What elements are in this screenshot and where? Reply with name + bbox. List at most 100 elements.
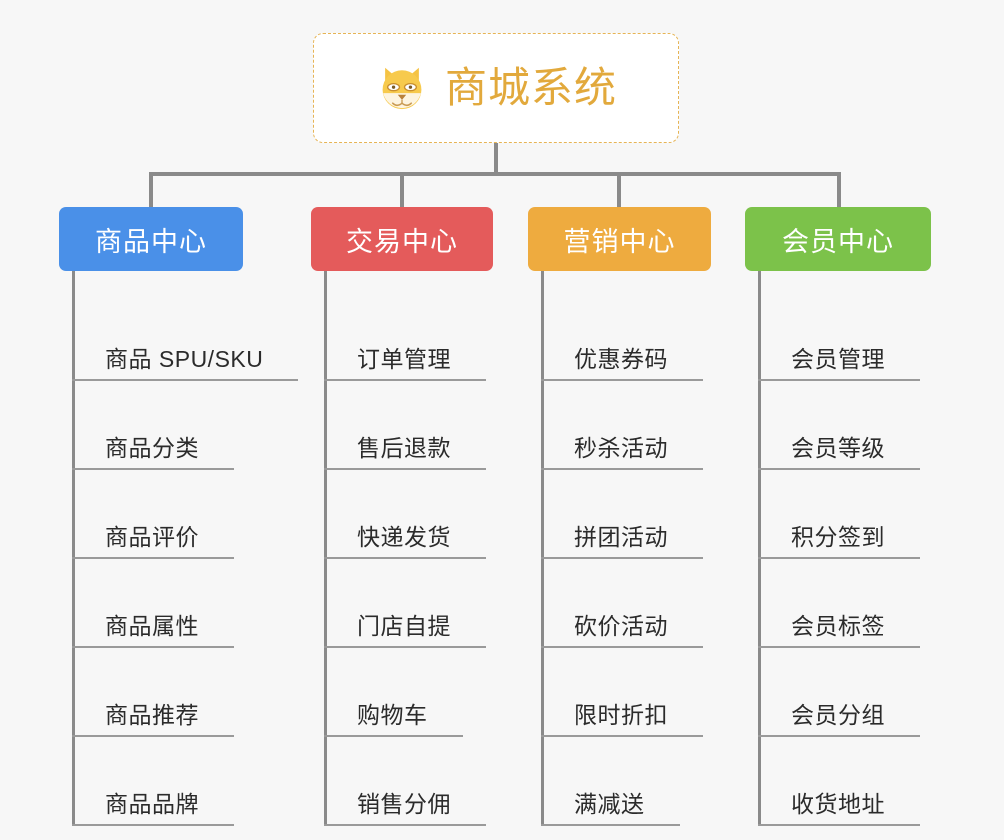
leaf-item-label: 拼团活动 [574,524,668,550]
leaf-item-underline [758,735,920,737]
category-column-3: 营销中心优惠券码秒杀活动拼团活动砍价活动限时折扣满减送 [528,207,711,826]
leaf-item-underline [72,735,234,737]
leaf-item[interactable]: 收货地址 [745,737,931,826]
leaf-item-label: 销售分佣 [357,791,451,817]
leaf-item[interactable]: 订单管理 [311,292,493,381]
leaf-item[interactable]: 商品分类 [59,381,243,470]
category-column-2: 交易中心订单管理售后退款快递发货门店自提购物车销售分佣 [311,207,493,826]
leaf-item-label: 订单管理 [357,346,451,372]
leaf-item[interactable]: 快递发货 [311,470,493,559]
category-header-label: 营销中心 [563,226,676,257]
leaf-item-label: 快递发货 [357,524,451,550]
leaf-item-underline [758,557,920,559]
leaf-item-label: 会员等级 [791,435,885,461]
category-header-label: 交易中心 [346,226,458,257]
leaf-item-label: 会员管理 [791,346,885,372]
leaf-item[interactable]: 拼团活动 [528,470,711,559]
leaf-item[interactable]: 商品属性 [59,559,243,648]
leaf-item-underline [541,646,703,648]
leaf-item[interactable]: 门店自提 [311,559,493,648]
leaf-item[interactable]: 满减送 [528,737,711,826]
leaf-item-underline [541,735,703,737]
leaf-item[interactable]: 商品 SPU/SKU [59,292,298,381]
leaf-item-label: 售后退款 [357,435,451,461]
leaf-item-label: 砍价活动 [574,613,668,639]
leaf-item-underline [72,468,234,470]
leaf-item-label: 积分签到 [791,524,885,550]
leaf-item-underline [324,824,486,826]
leaf-item-label: 优惠券码 [574,346,668,372]
leaf-item-label: 商品评价 [105,524,199,550]
leaf-item[interactable]: 商品品牌 [59,737,243,826]
connector-drop-1 [149,172,153,208]
category-spine [758,271,761,826]
leaf-item-underline [541,468,703,470]
leaf-item-underline [72,379,298,381]
connector-drop-2 [400,172,404,208]
leaf-item-underline [758,646,920,648]
leaf-item[interactable]: 优惠券码 [528,292,711,381]
leaf-item[interactable]: 会员等级 [745,381,931,470]
category-header-4[interactable]: 会员中心 [745,207,931,271]
connector-drop-4 [837,172,841,208]
leaf-item[interactable]: 会员分组 [745,648,931,737]
leaf-item-underline [324,379,486,381]
leaf-item[interactable]: 会员管理 [745,292,931,381]
leaf-item-underline [541,824,680,826]
category-spine [72,271,75,826]
leaf-item-label: 商品 SPU/SKU [105,346,264,372]
leaf-item-underline [324,735,463,737]
leaf-item-label: 购物车 [357,702,428,728]
connector-drop-3 [617,172,621,208]
leaf-item-label: 商品推荐 [105,702,199,728]
category-header-label: 商品中心 [95,226,207,257]
leaf-item[interactable]: 限时折扣 [528,648,711,737]
leaf-item-underline [758,468,920,470]
root-node[interactable]: 商城系统 [313,33,679,143]
leaf-item-label: 满减送 [574,791,645,817]
category-header-2[interactable]: 交易中心 [311,207,493,271]
leaf-item-label: 门店自提 [357,613,451,639]
leaf-list: 会员管理会员等级积分签到会员标签会员分组收货地址 [745,271,931,826]
connector-root-stem [494,143,498,175]
leaf-list: 商品 SPU/SKU 商品分类商品评价商品属性商品推荐商品品牌 [59,271,298,826]
category-column-4: 会员中心会员管理会员等级积分签到会员标签会员分组收货地址 [745,207,931,826]
leaf-item-underline [72,646,234,648]
leaf-item[interactable]: 砍价活动 [528,559,711,648]
leaf-item-label: 秒杀活动 [574,435,668,461]
leaf-item[interactable]: 商品评价 [59,470,243,559]
leaf-item-underline [324,646,486,648]
connector-horizontal-bus [149,172,841,176]
leaf-list: 优惠券码秒杀活动拼团活动砍价活动限时折扣满减送 [528,271,711,826]
leaf-item-label: 限时折扣 [574,702,668,728]
leaf-item[interactable]: 购物车 [311,648,493,737]
leaf-item[interactable]: 会员标签 [745,559,931,648]
leaf-item[interactable]: 积分签到 [745,470,931,559]
leaf-item-underline [758,379,920,381]
leaf-item-label: 商品分类 [105,435,199,461]
leaf-item-label: 商品属性 [105,613,199,639]
leaf-item-underline [758,824,920,826]
leaf-item[interactable]: 秒杀活动 [528,381,711,470]
leaf-item-label: 会员分组 [791,702,885,728]
leaf-item-underline [541,379,703,381]
category-spine [541,271,544,826]
shiba-dog-face-icon [382,67,422,110]
leaf-item-label: 会员标签 [791,613,885,639]
leaf-item-underline [72,824,234,826]
category-spine [324,271,327,826]
category-column-1: 商品中心商品 SPU/SKU 商品分类商品评价商品属性商品推荐商品品牌 [59,207,298,826]
leaf-item[interactable]: 商品推荐 [59,648,243,737]
leaf-item-underline [72,557,234,559]
category-header-3[interactable]: 营销中心 [528,207,711,271]
leaf-list: 订单管理售后退款快递发货门店自提购物车销售分佣 [311,271,493,826]
leaf-item-underline [324,557,486,559]
category-header-1[interactable]: 商品中心 [59,207,243,271]
leaf-item-label: 收货地址 [791,791,885,817]
category-header-label: 会员中心 [782,226,894,257]
leaf-item-underline [324,468,486,470]
leaf-item[interactable]: 售后退款 [311,381,493,470]
leaf-item[interactable]: 销售分佣 [311,737,493,826]
leaf-item-underline [541,557,703,559]
